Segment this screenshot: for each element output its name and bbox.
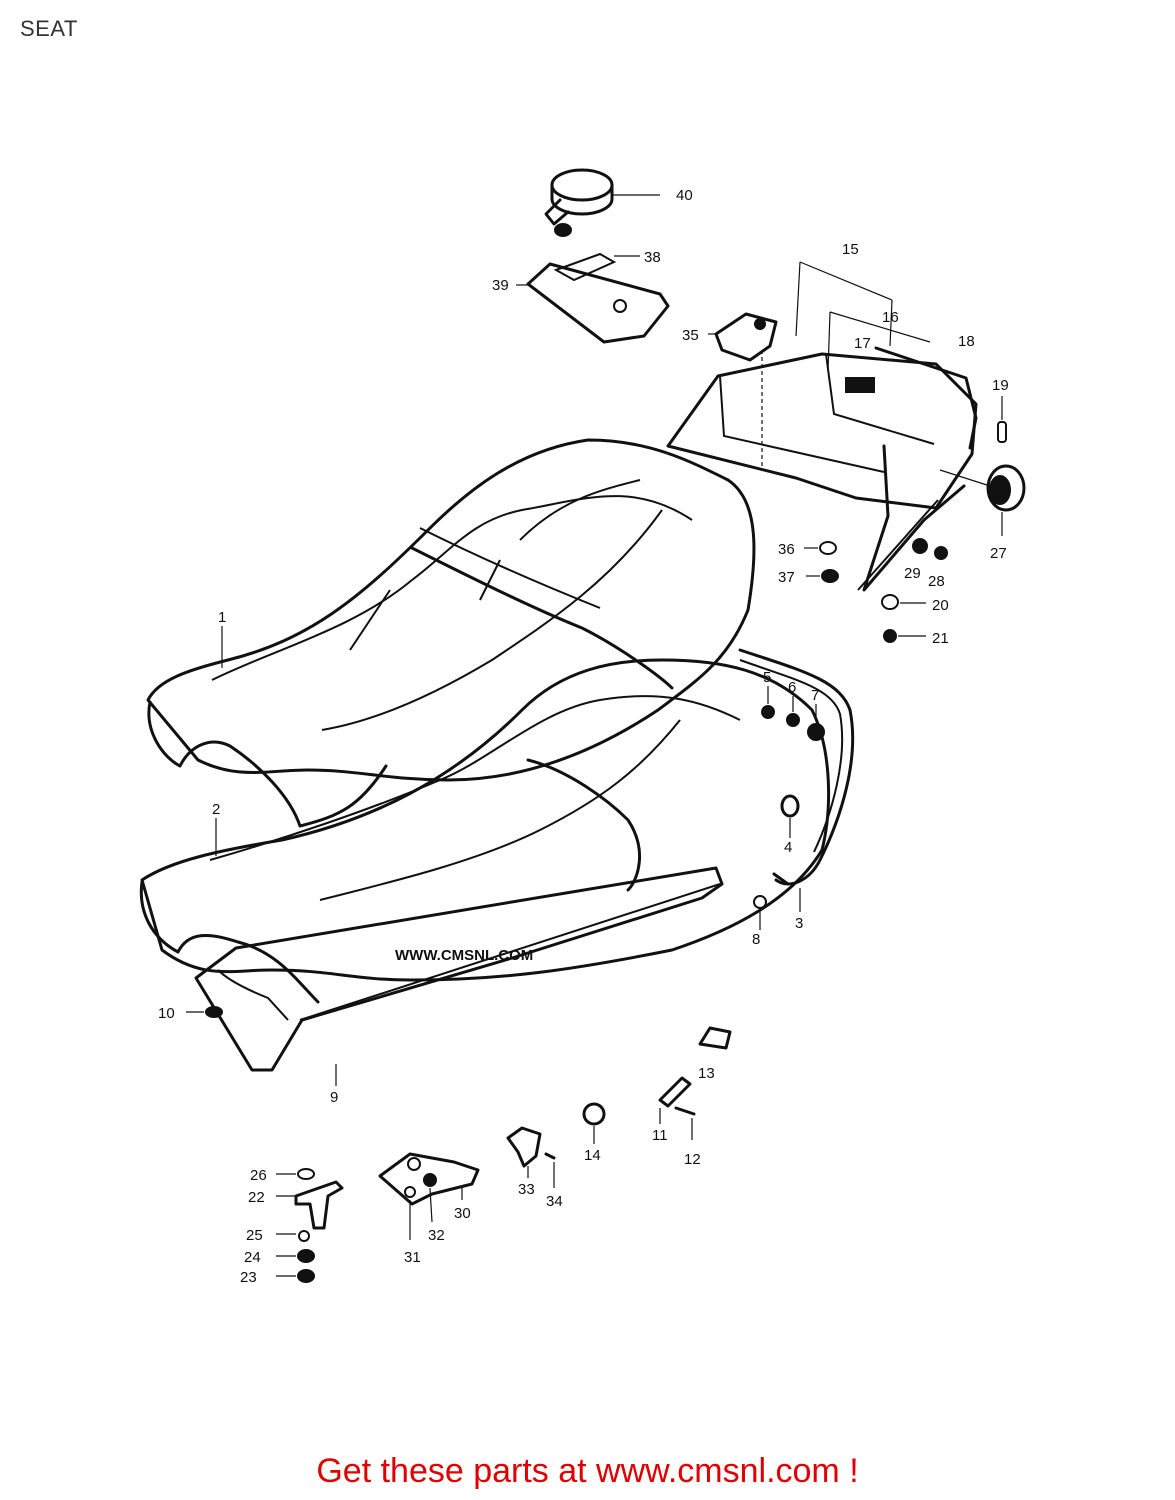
- callout-15: 15: [842, 241, 859, 258]
- callout-32: 32: [428, 1227, 445, 1244]
- callout-23: 23: [240, 1269, 257, 1286]
- part-23-nut[interactable]: [276, 1269, 315, 1283]
- callout-10: 10: [158, 1005, 175, 1022]
- part-36-nut[interactable]: [804, 541, 837, 555]
- part-1-seat[interactable]: [146, 438, 756, 828]
- callout-39: 39: [492, 277, 509, 294]
- part-34-screw[interactable]: [544, 1152, 556, 1188]
- part-33-latch[interactable]: [506, 1126, 542, 1178]
- callout-7: 7: [811, 687, 819, 704]
- callout-28: 28: [928, 573, 945, 590]
- callout-27: 27: [990, 545, 1007, 562]
- callout-9: 9: [330, 1089, 338, 1106]
- part-9-seat-pan[interactable]: [194, 866, 724, 1086]
- part-40-cap[interactable]: [544, 168, 660, 237]
- callout-13: 13: [698, 1065, 715, 1082]
- part-26-screw[interactable]: [276, 1168, 315, 1180]
- callout-25: 25: [246, 1227, 263, 1244]
- callout-1: 1: [218, 609, 226, 626]
- callout-26: 26: [250, 1167, 267, 1184]
- watermark: WWW.CMSNL.COM: [395, 947, 533, 964]
- part-13-hook[interactable]: [698, 1026, 732, 1050]
- part-29-grommet[interactable]: [912, 538, 928, 554]
- part-11-pin[interactable]: [658, 1076, 692, 1124]
- part-5-bolt[interactable]: [761, 686, 775, 719]
- part-4-cushion[interactable]: [780, 794, 800, 838]
- part-31-bolt[interactable]: [404, 1186, 416, 1240]
- part-2-seat-base[interactable]: [139, 658, 831, 1004]
- callout-16: 16: [882, 309, 899, 326]
- callout-18: 18: [958, 333, 975, 350]
- callout-21: 21: [932, 630, 949, 647]
- callout-37: 37: [778, 569, 795, 586]
- part-25-washer[interactable]: [276, 1230, 310, 1242]
- part-17-rubber[interactable]: [845, 377, 875, 393]
- part-21-nut[interactable]: [883, 629, 926, 643]
- callout-12: 12: [684, 1151, 701, 1168]
- part-39-plate[interactable]: [516, 252, 670, 344]
- callout-5: 5: [763, 669, 771, 686]
- callout-33: 33: [518, 1181, 535, 1198]
- part-30-lock-assembly[interactable]: [378, 1152, 480, 1206]
- callout-14: 14: [584, 1147, 601, 1164]
- part-32-nut[interactable]: [423, 1173, 437, 1223]
- part-10-bolt[interactable]: [186, 1006, 223, 1018]
- part-18-trim[interactable]: [874, 346, 978, 450]
- callout-29: 29: [904, 565, 921, 582]
- part-35-bracket[interactable]: [708, 312, 778, 470]
- callout-3: 3: [795, 915, 803, 932]
- part-8-bolt[interactable]: [753, 895, 767, 930]
- callout-34: 34: [546, 1193, 563, 1210]
- callout-38: 38: [644, 249, 661, 266]
- callout-8: 8: [752, 931, 760, 948]
- page-title: SEAT: [20, 16, 78, 41]
- part-14-cap[interactable]: [582, 1102, 606, 1144]
- callout-30: 30: [454, 1205, 471, 1222]
- callout-4: 4: [784, 839, 792, 856]
- part-27-tail-lamp[interactable]: [939, 464, 1026, 536]
- part-37-nut[interactable]: [806, 569, 839, 583]
- callout-36: 36: [778, 541, 795, 558]
- callout-31: 31: [404, 1249, 421, 1266]
- part-7-nut[interactable]: [807, 704, 825, 741]
- part-24-washer[interactable]: [276, 1249, 315, 1263]
- part-20-nut[interactable]: [881, 594, 926, 610]
- part-12-screw[interactable]: [674, 1106, 696, 1140]
- callout-19: 19: [992, 377, 1009, 394]
- callout-17: 17: [854, 335, 871, 352]
- part-19-clip[interactable]: [997, 396, 1007, 443]
- part-6-washer[interactable]: [786, 696, 800, 727]
- callout-22: 22: [248, 1189, 265, 1206]
- callout-6: 6: [788, 679, 796, 696]
- footer-parts-link[interactable]: Get these parts at www.cmsnl.com !: [316, 1452, 859, 1490]
- part-22-plate[interactable]: [276, 1180, 344, 1230]
- part-3-grab-bar[interactable]: [738, 648, 855, 912]
- callout-24: 24: [244, 1249, 261, 1266]
- callout-20: 20: [932, 597, 949, 614]
- callout-2: 2: [212, 801, 220, 818]
- part-15-tail-tray[interactable]: [666, 261, 978, 592]
- callout-11: 11: [652, 1127, 668, 1144]
- callout-35: 35: [682, 327, 699, 344]
- part-28-grommet[interactable]: [934, 546, 948, 560]
- callout-40: 40: [676, 187, 693, 204]
